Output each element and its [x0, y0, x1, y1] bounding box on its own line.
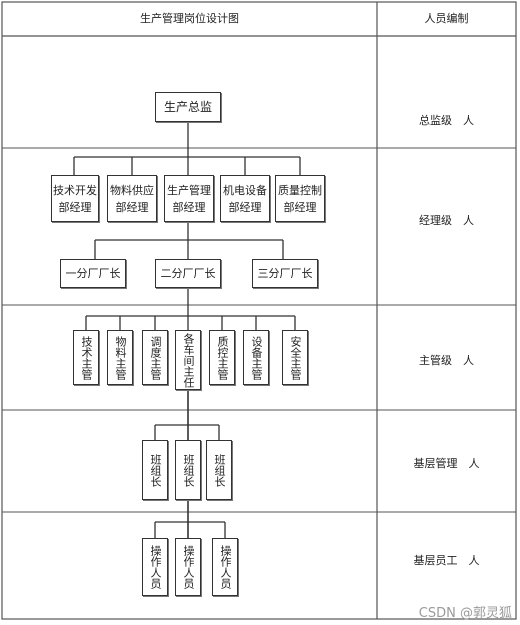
supervisor-box-tech: 技术主管 — [73, 330, 99, 385]
factory-label: 一分厂厂长 — [65, 267, 121, 280]
manager-box-quality: 质量控制部经理 — [275, 175, 325, 222]
factory-box-2: 二分厂厂长 — [155, 259, 221, 288]
manager-label-line1: 物料供应 — [110, 183, 154, 197]
team-leader-label: 班组长 — [149, 453, 162, 487]
manager-label-line1: 技术开发 — [53, 183, 97, 197]
worker-label: 操作人员 — [219, 545, 232, 589]
team-leader-box-3: 班组长 — [206, 440, 232, 500]
director-label: 生产总监 — [163, 99, 212, 114]
level-team-management: 基层管理 人 — [413, 457, 480, 470]
team-leader-label: 班组长 — [182, 453, 195, 487]
supervisor-box-dispatch: 调度主管 — [142, 330, 168, 385]
manager-label-line1: 机电设备 — [223, 183, 267, 197]
supervisor-box-workshop: 各车间主任 — [175, 330, 201, 390]
worker-box-2: 操作人员 — [175, 538, 201, 596]
chart-title: 生产管理岗位设计图 — [140, 12, 239, 25]
supervisor-label: 设备主管 — [250, 335, 263, 380]
factory-label: 二分厂厂长 — [160, 267, 216, 280]
supervisor-label: 技术主管 — [80, 335, 93, 380]
manager-box-production: 生产管理部经理 — [164, 175, 214, 222]
manager-label-line2: 部经理 — [115, 200, 149, 214]
supervisor-box-safety: 安全主管 — [282, 330, 308, 385]
worker-box-1: 操作人员 — [142, 538, 168, 596]
watermark: CSDN @郭灵狐 — [418, 606, 512, 621]
team-leader-box-1: 班组长 — [142, 440, 168, 500]
supervisor-box-equipment: 设备主管 — [243, 330, 269, 385]
manager-label-line2: 部经理 — [58, 200, 92, 214]
supervisor-box-materials: 物料主管 — [107, 330, 133, 385]
director-box: 生产总监 — [155, 92, 221, 122]
manager-label-line2: 部经理 — [283, 200, 317, 214]
factory-box-1: 一分厂厂长 — [60, 259, 126, 288]
worker-label: 操作人员 — [182, 545, 195, 589]
manager-label-line2: 部经理 — [228, 200, 262, 214]
worker-box-3: 操作人员 — [212, 538, 238, 596]
team-leader-box-2: 班组长 — [175, 440, 201, 500]
level-staff: 基层员工 人 — [413, 554, 480, 567]
supervisor-box-qc: 质控主管 — [209, 330, 235, 385]
factory-label: 三分厂厂长 — [257, 267, 313, 280]
supervisor-label: 安全主管 — [289, 335, 302, 380]
supervisor-label: 质控主管 — [216, 335, 229, 380]
supervisor-label: 物料主管 — [114, 335, 127, 380]
manager-box-equipment: 机电设备部经理 — [220, 175, 270, 222]
level-director: 总监级 人 — [419, 114, 474, 127]
manager-label-line1: 生产管理 — [167, 183, 211, 197]
manager-label-line2: 部经理 — [172, 200, 206, 214]
manager-label-line1: 质量控制 — [278, 183, 322, 197]
worker-label: 操作人员 — [149, 545, 162, 589]
level-supervisor: 主管级 人 — [419, 354, 474, 367]
level-manager: 经理级 人 — [419, 214, 474, 227]
supervisor-label: 各车间主任 — [182, 332, 195, 388]
team-leader-label: 班组长 — [213, 453, 226, 487]
supervisor-label: 调度主管 — [149, 335, 162, 380]
manager-box-tech: 技术开发部经理 — [51, 175, 99, 222]
staffing-header: 人员编制 — [424, 12, 469, 25]
factory-box-3: 三分厂厂长 — [252, 259, 318, 288]
manager-box-materials: 物料供应部经理 — [107, 175, 157, 222]
